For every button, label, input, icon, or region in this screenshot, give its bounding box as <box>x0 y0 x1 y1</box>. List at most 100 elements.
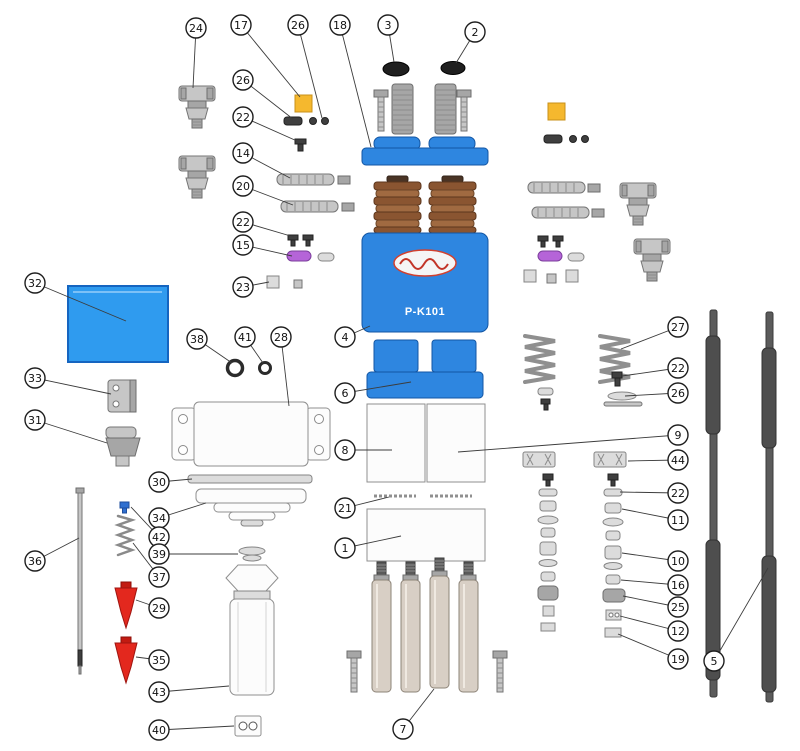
callout-34: 34 <box>148 502 207 529</box>
knurl-44-left <box>522 451 556 468</box>
callout-number: 22 <box>236 216 250 229</box>
callout-12: 12 <box>619 615 689 642</box>
block-8 <box>366 403 426 483</box>
callout-balloon-18 <box>329 14 351 36</box>
screw-42 <box>119 501 130 514</box>
callout-9: 9 <box>457 424 689 453</box>
callout-26: 26 <box>232 69 294 120</box>
callout-26: 26 <box>287 14 323 119</box>
callout-36: 36 <box>24 537 80 572</box>
hardware-stack-left <box>537 473 559 632</box>
callout-number: 28 <box>274 331 288 344</box>
cartridge-7-a <box>371 561 392 693</box>
callout-number: 9 <box>675 429 682 442</box>
model-label: P-K101 <box>405 306 445 318</box>
callout-balloon-33 <box>24 367 46 389</box>
purple-pin-15-right <box>537 250 585 262</box>
threaded-bar-right-a <box>527 181 601 194</box>
callout-19: 19 <box>617 633 689 670</box>
callout-number: 31 <box>28 414 42 427</box>
callout-29: 29 <box>135 597 170 619</box>
spring-37 <box>114 514 137 557</box>
callout-30: 30 <box>148 471 193 493</box>
screw-22-mid <box>287 234 314 247</box>
callout-balloon-35 <box>148 649 170 671</box>
callout-number: 42 <box>152 531 166 544</box>
callout-number: 37 <box>152 571 166 584</box>
callout-balloon-31 <box>24 409 46 431</box>
threaded-bar-20 <box>280 200 355 213</box>
callout-balloon-16 <box>667 574 689 596</box>
coil-right <box>428 175 477 234</box>
stud-top-right <box>434 83 457 135</box>
callout-22: 22 <box>232 211 295 238</box>
coil-left <box>373 175 422 234</box>
spring-27-left <box>523 334 557 384</box>
callout-38: 38 <box>186 328 233 364</box>
elbow-fitting-24-a <box>178 85 216 129</box>
callout-24: 24 <box>185 17 207 89</box>
callout-number: 33 <box>28 372 42 385</box>
callout-number: 4 <box>342 331 349 344</box>
valve-body-4: P-K101 <box>361 232 489 333</box>
callout-6: 6 <box>334 381 412 404</box>
callout-number: 17 <box>234 19 248 32</box>
callout-14: 14 <box>232 142 291 179</box>
stud-top-left <box>391 83 414 135</box>
callout-number: 39 <box>152 548 166 561</box>
callout-3: 3 <box>377 14 399 63</box>
callout-balloon-40 <box>148 719 170 741</box>
callout-balloon-22 <box>232 211 254 233</box>
callout-number: 2 <box>472 26 479 39</box>
callout-number: 12 <box>671 625 685 638</box>
callout-balloon-27 <box>667 316 689 338</box>
callout-number: 26 <box>291 19 305 32</box>
callout-21: 21 <box>334 496 390 519</box>
callout-44: 44 <box>627 449 689 471</box>
callout-number: 1 <box>342 542 349 555</box>
callout-4: 4 <box>334 325 371 348</box>
callout-43: 43 <box>148 681 230 703</box>
callout-number: 30 <box>152 476 166 489</box>
callout-10: 10 <box>621 550 689 572</box>
o-ring-38 <box>225 358 245 378</box>
callout-number: 20 <box>236 180 250 193</box>
callout-number: 5 <box>711 655 718 668</box>
cube-23-left <box>266 275 303 289</box>
screw-22-right-rows <box>537 235 564 248</box>
elbow-fitting-right-b <box>633 238 671 282</box>
spring-hardware-right <box>603 371 643 407</box>
callout-balloon-44 <box>667 449 689 471</box>
hardware-stack-right <box>602 473 626 638</box>
callout-balloon-41 <box>234 326 256 348</box>
callout-balloon-29 <box>148 597 170 619</box>
callout-balloon-38 <box>186 328 208 350</box>
manifold-28 <box>171 401 331 467</box>
callout-balloon-12 <box>667 620 689 642</box>
callout-balloon-26 <box>667 382 689 404</box>
callout-balloon-1 <box>334 537 356 559</box>
callout-number: 44 <box>671 454 685 467</box>
screw-22-top <box>294 138 307 152</box>
callout-23: 23 <box>232 276 270 298</box>
callout-balloon-10 <box>667 550 689 572</box>
bolt-top-right <box>456 89 472 132</box>
cartridge-7-c <box>429 557 450 689</box>
callout-1: 1 <box>334 535 402 559</box>
callout-balloon-25 <box>667 596 689 618</box>
callout-17: 17 <box>230 14 301 98</box>
bracket-33 <box>107 379 137 413</box>
callout-number: 43 <box>152 686 166 699</box>
knurl-44-right <box>593 451 627 468</box>
callout-balloon-8 <box>334 439 356 461</box>
callout-balloon-30 <box>148 471 170 493</box>
cartridge-7-d <box>458 561 479 693</box>
gasket-30 <box>187 474 313 484</box>
clamp-40 <box>234 715 262 737</box>
callout-number: 8 <box>342 444 349 457</box>
callout-2: 2 <box>455 21 486 64</box>
callout-22: 22 <box>232 106 298 142</box>
fitting-31 <box>105 426 141 467</box>
callout-31: 31 <box>24 409 108 444</box>
